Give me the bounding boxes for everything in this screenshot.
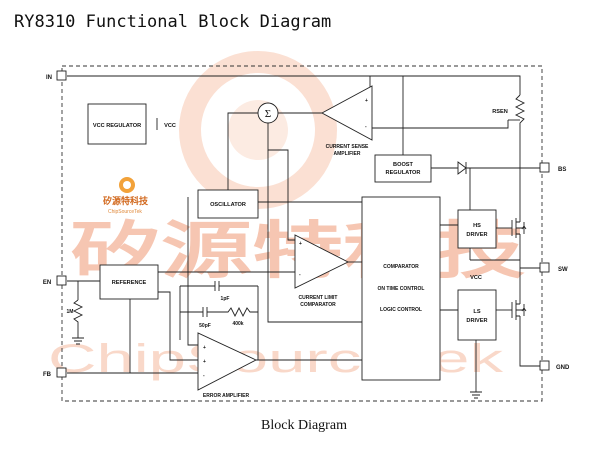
resistor-400k	[207, 306, 258, 318]
control-logic-block	[361, 196, 441, 381]
wire-csa-minus	[372, 120, 509, 129]
pin-gnd: GND	[539, 360, 570, 371]
pin-fb: FB	[43, 367, 67, 378]
cap-1pf-label: 1pF	[221, 296, 230, 302]
clc-minus-sign: -	[299, 272, 301, 278]
logo-cn-text: 矽源特科技	[103, 195, 149, 206]
resistor-1m-label: 1M	[67, 309, 74, 315]
pin-fb-pad	[56, 367, 67, 378]
boost-regulator-block	[374, 154, 432, 183]
pin-bs-label: BS	[558, 167, 566, 173]
ls-driver-line1: LS	[473, 309, 480, 315]
clc-label-line1: CURRENT LIMIT	[299, 295, 338, 301]
ea-plus-sign-2: +	[203, 359, 206, 365]
ground-symbol-en	[72, 337, 84, 345]
current-sense-amplifier	[321, 85, 373, 141]
pin-en: EN	[43, 275, 67, 286]
ls-mosfet-icon	[511, 298, 527, 320]
vcc-regulator-block	[87, 103, 147, 145]
control-label-ontime: ON TIME CONTROL	[378, 286, 425, 292]
hs-driver-line2: DRIVER	[466, 232, 487, 238]
package-outline	[61, 65, 543, 402]
cap-50pf-label: 50pF	[199, 323, 211, 329]
ea-minus-sign: -	[203, 373, 205, 379]
company-logo: 矽源特科技 ChipSourceTek	[103, 177, 149, 215]
error-amplifier	[197, 332, 258, 391]
pin-sw: SW	[539, 262, 568, 273]
wire-sense-to-logic	[267, 150, 362, 323]
boost-label-line2: REGULATOR	[386, 170, 421, 176]
pin-sw-label: SW	[558, 267, 568, 273]
wire-in-rail	[67, 75, 521, 95]
clc-plus-sign: +	[299, 241, 302, 247]
control-label-comparator: COMPARATOR	[383, 264, 419, 270]
pin-en-pad	[56, 275, 67, 286]
rsen-resistor	[514, 94, 526, 128]
boost-label-line1: BOOST	[393, 162, 413, 168]
cap-50pf	[202, 307, 208, 317]
vcc-regulator-label: VCC REGULATOR	[93, 123, 141, 129]
watermark-logo-core	[228, 100, 288, 160]
res-400k-label: 400k	[232, 321, 243, 327]
csa-label-line1: CURRENT SENSE	[326, 144, 369, 150]
pin-sw-pad	[539, 262, 550, 273]
control-label-logic: LOGIC CONTROL	[380, 307, 422, 313]
current-limit-comparator	[294, 234, 350, 289]
wire-sum-to-clc	[267, 123, 295, 241]
summing-node-symbol: Σ	[265, 108, 271, 120]
oscillator-label: OSCILLATOR	[210, 202, 246, 208]
vcc-mid-label: VCC	[470, 275, 482, 281]
csa-plus-sign: +	[365, 98, 368, 104]
pin-in-label: IN	[46, 75, 52, 81]
csa-minus-sign: -	[365, 124, 367, 130]
pin-gnd-pad	[539, 360, 550, 371]
error-amplifier-label: ERROR AMPLIFIER	[203, 393, 250, 399]
hs-driver-block	[457, 209, 497, 249]
clc-label-line2: COMPARATOR	[300, 302, 336, 308]
bootstrap-diode-icon	[457, 161, 467, 175]
reference-block	[99, 264, 159, 300]
pin-in: IN	[46, 70, 67, 81]
pin-fb-label: FB	[43, 372, 52, 378]
hs-driver-line1: HS	[473, 223, 481, 229]
resistor-1m	[72, 299, 84, 338]
pin-en-label: EN	[43, 280, 51, 286]
summing-node	[257, 102, 279, 124]
rsen-label: RSEN	[492, 109, 508, 115]
wire-ref-to-ea	[158, 291, 198, 361]
pin-bs: BS	[539, 162, 566, 173]
logo-icon-inner	[123, 181, 131, 189]
hs-mosfet-icon	[511, 215, 527, 238]
diagram-caption: Block Diagram	[261, 418, 347, 433]
ea-plus-sign-1: +	[203, 345, 206, 351]
ls-driver-block	[457, 289, 497, 341]
wire-gnd	[519, 320, 540, 367]
pin-bs-pad	[539, 162, 550, 173]
wire-ref-vertical	[187, 197, 198, 346]
reference-label: REFERENCE	[112, 280, 147, 286]
pin-gnd-label: GND	[556, 365, 570, 371]
csa-label-line2: AMPLIFIER	[334, 151, 361, 157]
diagram-title: RY8310 Functional Block Diagram	[14, 12, 331, 32]
ls-driver-line2: DRIVER	[466, 318, 487, 324]
logo-en-text: ChipSourceTek	[108, 209, 142, 215]
wire-osc-to-sum	[227, 112, 258, 190]
ground-symbol-ls	[470, 391, 482, 399]
oscillator-block	[197, 189, 259, 219]
wires	[67, 75, 540, 399]
vcc-output-label: VCC	[164, 123, 176, 129]
pin-in-pad	[56, 70, 67, 81]
